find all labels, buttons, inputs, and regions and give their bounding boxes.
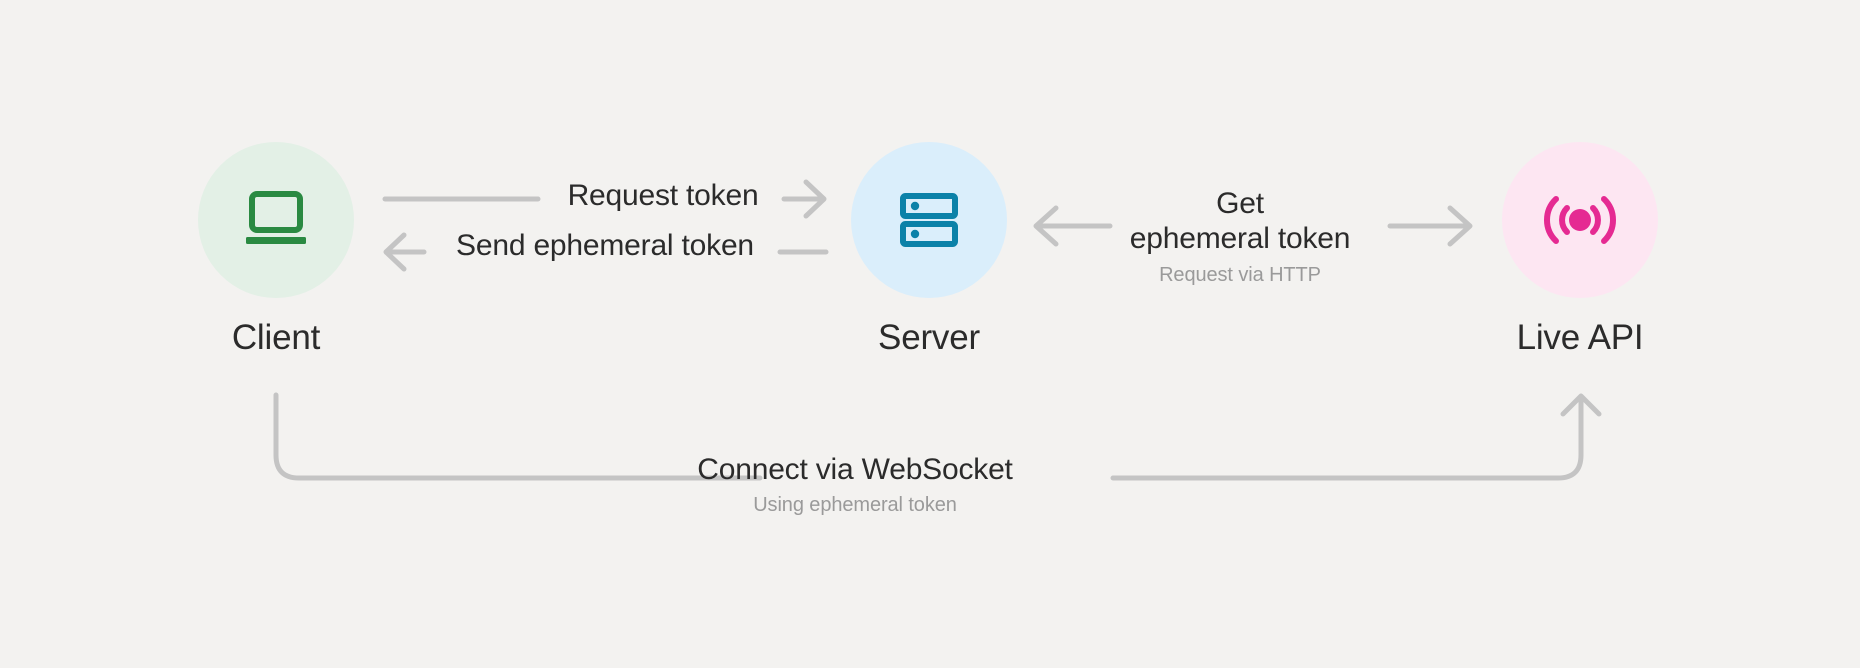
node-client-label: Client [231,318,321,357]
edge-label-get-ephemeral-token-line2: ephemeral token [1129,222,1351,256]
edge-label-send-ephemeral-token: Send ephemeral token [440,228,770,263]
send-token-arrow-left-icon [383,232,427,272]
broadcast-icon [1544,196,1616,244]
edge-label-connect-websocket: Connect via WebSocket Using ephemeral to… [645,452,1065,517]
node-client[interactable]: Client [176,142,376,355]
edge-label-request-token-text: Request token [567,179,759,212]
server-icon-circle [851,142,1007,298]
edge-label-connect-websocket-text: Connect via WebSocket [697,453,1013,486]
server-icon [900,193,958,247]
get-token-arrow-right-icon [1387,205,1473,247]
node-server[interactable]: Server [829,142,1029,355]
websocket-path-right [1110,397,1584,481]
node-live-api-label: Live API [1516,318,1644,357]
websocket-arrow-up-icon [1560,393,1602,417]
edge-label-request-token: Request token [553,178,773,213]
edge-label-get-ephemeral-token: Get ephemeral token Request via HTTP [1100,186,1380,287]
client-icon-circle [198,142,354,298]
node-live-api[interactable]: Live API [1480,142,1680,355]
edge-sublabel-request-via-http: Request via HTTP [1159,263,1321,286]
laptop-icon [246,191,306,244]
request-token-arrow-right-icon [781,179,827,219]
edge-label-send-ephemeral-token-text: Send ephemeral token [456,229,754,262]
get-token-arrow-left-icon [1033,205,1113,247]
live-api-icon-circle [1502,142,1658,298]
edge-label-get-ephemeral-token-line1: Get [1216,187,1264,220]
edge-sublabel-using-ephemeral-token: Using ephemeral token [753,494,957,517]
node-server-label: Server [878,318,980,357]
